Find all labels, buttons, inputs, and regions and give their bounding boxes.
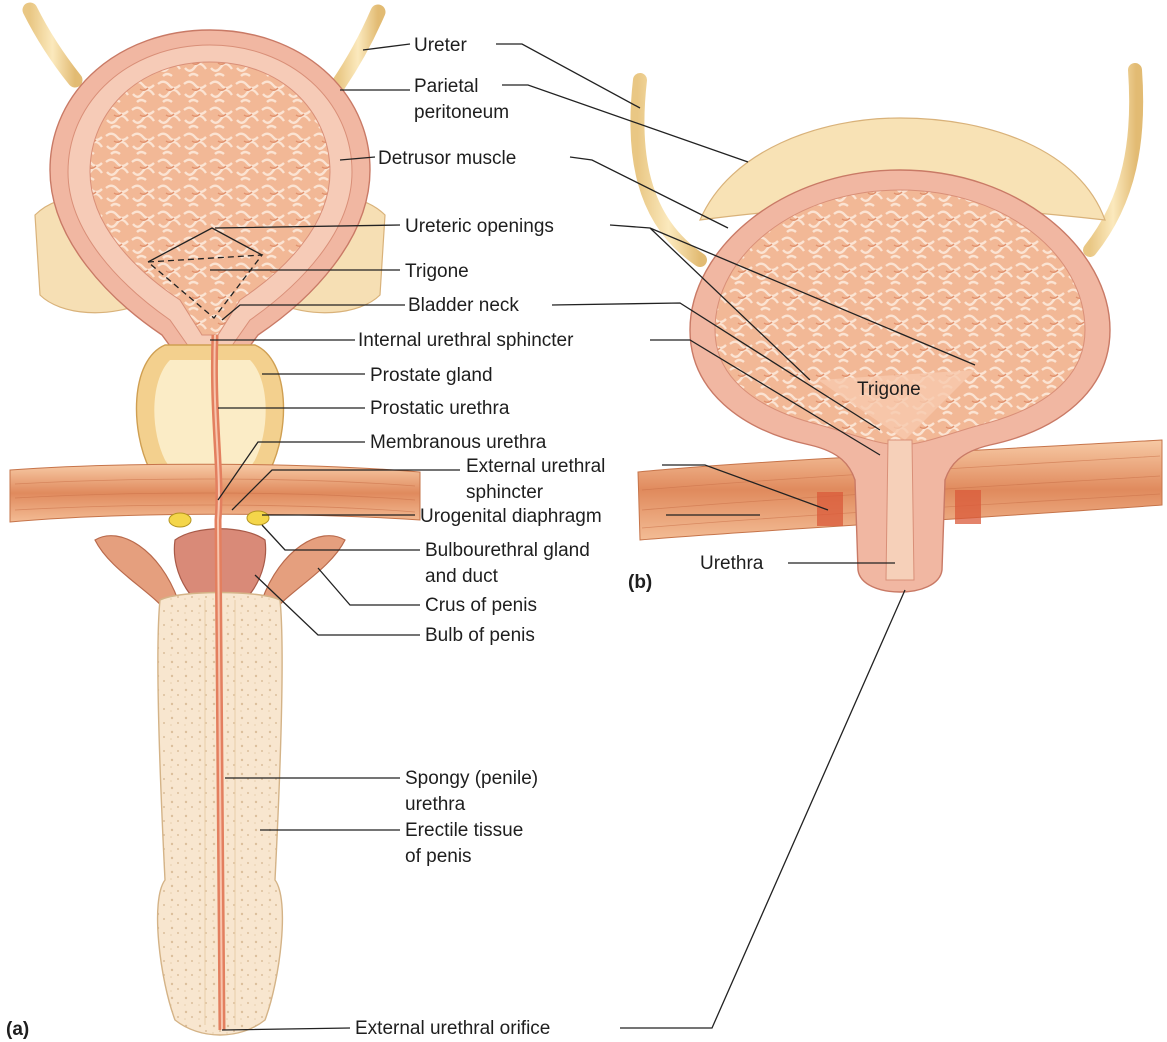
label-urethra-b: Urethra bbox=[700, 553, 764, 574]
label-detrusor: Detrusor muscle bbox=[378, 148, 516, 169]
label-membranous: Membranous urethra bbox=[370, 432, 547, 453]
leader-crus bbox=[318, 568, 420, 605]
label-ureter: Ureter bbox=[414, 35, 467, 56]
label-prostate: Prostate gland bbox=[370, 365, 493, 386]
label-crus: Crus of penis bbox=[425, 595, 537, 616]
label-bulb: Bulb of penis bbox=[425, 625, 535, 646]
label-trigone-a: Trigone bbox=[405, 261, 469, 282]
label-external-sphincter-2: sphincter bbox=[466, 482, 544, 503]
label-ureteric-openings: Ureteric openings bbox=[405, 216, 554, 237]
panel-label-b: (b) bbox=[628, 572, 652, 593]
panel-label-a: (a) bbox=[6, 1019, 29, 1040]
label-bladder-neck: Bladder neck bbox=[408, 295, 519, 316]
label-bulbourethral-1: Bulbourethral gland bbox=[425, 540, 590, 561]
label-bulbourethral-2: and duct bbox=[425, 566, 499, 587]
label-spongy-2: urethra bbox=[405, 794, 466, 815]
external-sphincter-right-b bbox=[955, 490, 981, 524]
bulbourethral-gland-right bbox=[247, 511, 269, 525]
label-erectile-2: of penis bbox=[405, 846, 472, 867]
label-external-sphincter-1: External urethral bbox=[466, 456, 605, 477]
label-erectile-1: Erectile tissue bbox=[405, 820, 523, 841]
label-urogenital: Urogenital diaphragm bbox=[420, 506, 602, 527]
leader-ureter bbox=[363, 44, 640, 108]
ureter-right-b bbox=[1090, 70, 1136, 250]
label-spongy-1: Spongy (penile) bbox=[405, 768, 538, 789]
urethra-b-lumen bbox=[886, 440, 914, 580]
leader-orifice bbox=[222, 590, 905, 1030]
panel-b-illustration bbox=[637, 70, 1162, 592]
bulbourethral-gland-left bbox=[169, 513, 191, 527]
panel-a-illustration bbox=[10, 10, 420, 1035]
label-parietal-1: Parietal bbox=[414, 76, 478, 97]
label-parietal-2: peritoneum bbox=[414, 102, 509, 123]
label-trigone-b: Trigone bbox=[857, 379, 921, 400]
label-orifice: External urethral orifice bbox=[355, 1018, 550, 1039]
external-sphincter-left-b bbox=[817, 492, 843, 526]
label-prostatic-urethra: Prostatic urethra bbox=[370, 398, 510, 419]
label-internal-sphincter: Internal urethral sphincter bbox=[358, 330, 574, 351]
ureter-left-a bbox=[30, 10, 75, 80]
ureter-left-b bbox=[637, 80, 700, 260]
